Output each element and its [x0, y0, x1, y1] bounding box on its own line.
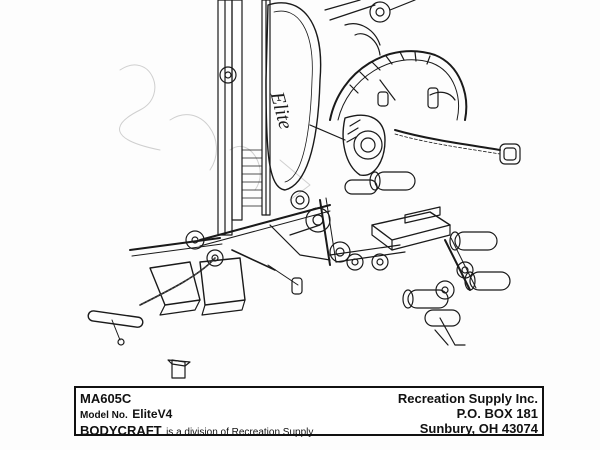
accessory-clip — [167, 359, 191, 379]
brand-name: BODYCRAFT — [80, 423, 162, 438]
division-text: is a division of Recreation Supply — [166, 427, 314, 438]
shroud-panel — [265, 2, 322, 191]
product-info: MA605C Model No. EliteV4 BODYCRAFT is a … — [80, 391, 313, 440]
company-address: Recreation Supply Inc. P.O. BOX 181 Sunb… — [398, 391, 538, 436]
curved-frame — [329, 50, 468, 121]
home-gym-illustration: Elite — [87, 0, 521, 379]
model-label: Model No. — [80, 410, 128, 421]
pec-deck-arms — [324, 0, 416, 56]
cables — [139, 249, 303, 306]
base-frame — [199, 190, 406, 266]
seat-pad — [371, 206, 451, 251]
straight-bar-handle — [87, 310, 144, 346]
back-pad — [342, 114, 386, 176]
rope-attachment-right — [309, 124, 521, 165]
weight-stack-tower — [217, 0, 271, 236]
background-watermark — [119, 64, 311, 201]
brand-line: BODYCRAFT is a division of Recreation Su… — [80, 423, 313, 440]
foot-plates — [149, 257, 246, 316]
po-box: P.O. BOX 181 — [456, 406, 538, 421]
model-value: EliteV4 — [132, 407, 173, 421]
leg-extension-rollers — [402, 231, 511, 346]
base-pulleys — [329, 241, 389, 271]
manual-code: MA605C — [80, 391, 132, 406]
city-state-zip: Sunbury, OH 43074 — [419, 421, 538, 436]
upper-roller-pads — [344, 171, 416, 195]
model-line: Model No. EliteV4 — [80, 406, 313, 423]
company-name: Recreation Supply Inc. — [397, 391, 538, 406]
manual-footer: MA605C Model No. EliteV4 BODYCRAFT is a … — [74, 386, 544, 438]
